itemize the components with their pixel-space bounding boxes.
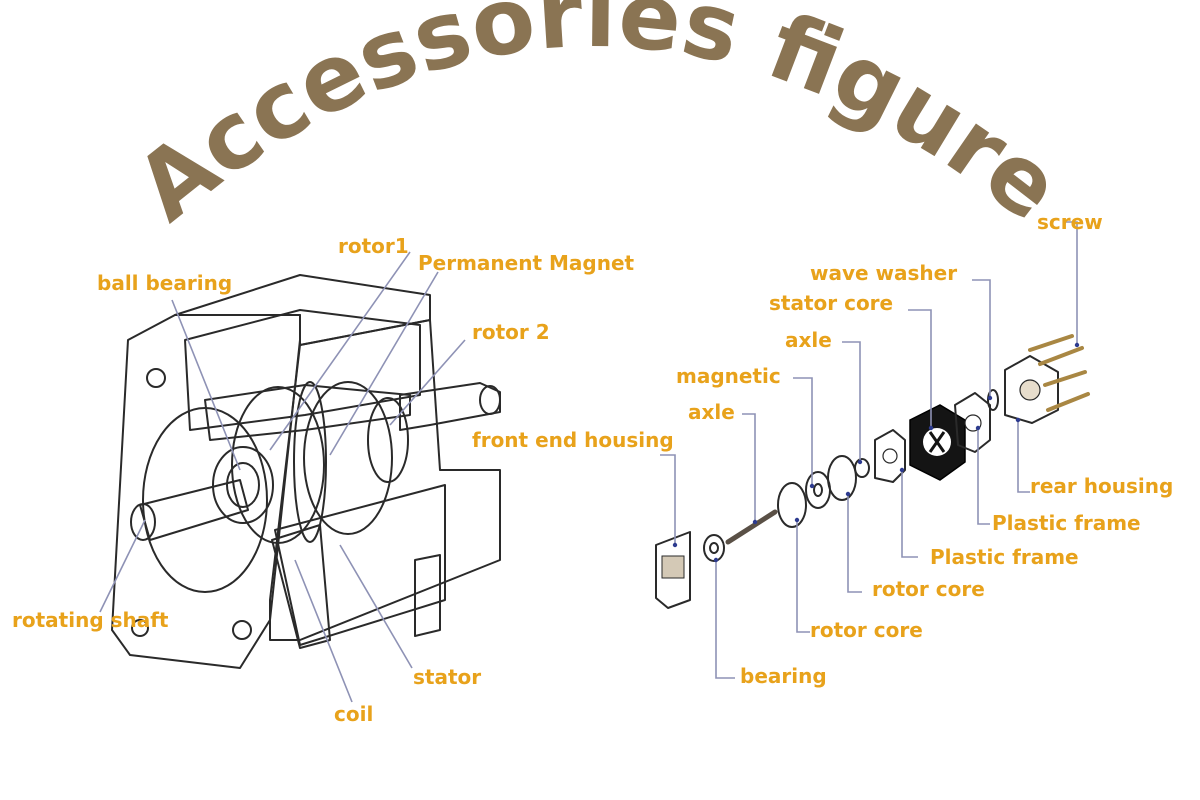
label-rotor2: rotor 2 (472, 320, 550, 344)
label-rear-housing: rear housing (1030, 474, 1173, 498)
label-permanent-magnet: Permanent Magnet (418, 251, 635, 275)
label-rotor1: rotor1 (338, 234, 409, 258)
label-coil: coil (334, 702, 373, 726)
label-front-end-housing: front end housing (472, 428, 674, 452)
motor-cutaway-drawing (111, 274, 501, 669)
diagram-title: Accessories figure (116, 0, 1079, 242)
label-bearing: bearing (740, 664, 827, 688)
label-rotor-core-2: rotor core (810, 618, 923, 642)
label-rotating-shaft: rotating shaft (12, 608, 169, 632)
right-leader-lines (660, 221, 1080, 679)
label-rotor-core-1: rotor core (872, 577, 985, 601)
label-plastic-frame-1: Plastic frame (992, 511, 1141, 535)
label-stator: stator (413, 665, 481, 689)
label-axle: axle (688, 400, 735, 424)
label-plastic-frame-2: Plastic frame (930, 545, 1079, 569)
label-magnetic: magnetic (676, 364, 781, 388)
left-leader-lines (99, 251, 466, 703)
label-wave-washer: wave washer (810, 261, 957, 285)
label-ball-bearing: ball bearing (97, 271, 232, 295)
exploded-view-drawing (655, 334, 1090, 609)
label-axle-top: axle (785, 328, 832, 352)
label-screw: screw (1037, 210, 1103, 234)
label-stator-core: stator core (769, 291, 893, 315)
